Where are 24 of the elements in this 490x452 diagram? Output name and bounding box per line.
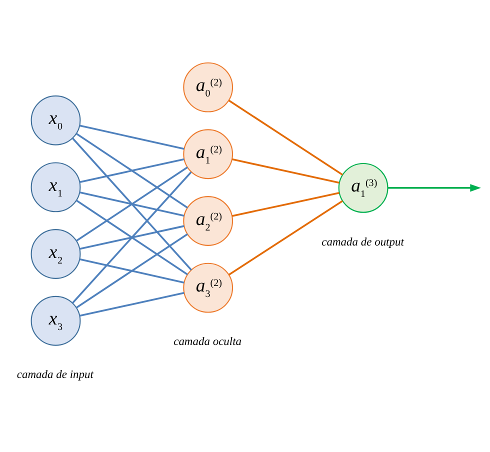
node-label: camada de output xyxy=(322,236,404,248)
connector xyxy=(76,200,188,276)
connector xyxy=(80,192,184,217)
arrow xyxy=(388,184,481,192)
connector xyxy=(76,166,188,242)
node-circle: x$_{2}$ xyxy=(30,229,81,279)
connector xyxy=(80,124,184,150)
connector xyxy=(80,158,184,183)
connector xyxy=(72,138,192,271)
connector xyxy=(228,100,343,176)
connector xyxy=(80,225,184,250)
connector xyxy=(228,200,343,276)
connector xyxy=(232,158,340,184)
node-circle: x$_{0}$ xyxy=(30,95,81,146)
node-circle: x$_{3}$ xyxy=(30,296,81,346)
connector xyxy=(76,132,188,208)
connector xyxy=(72,172,192,304)
connector xyxy=(232,192,340,217)
connector xyxy=(80,292,184,317)
node-circle: x$_{1}$ xyxy=(30,162,81,212)
connector xyxy=(76,233,188,308)
label: camada oculta xyxy=(174,336,242,348)
connector xyxy=(80,258,184,284)
label: camada de input xyxy=(16,369,94,382)
